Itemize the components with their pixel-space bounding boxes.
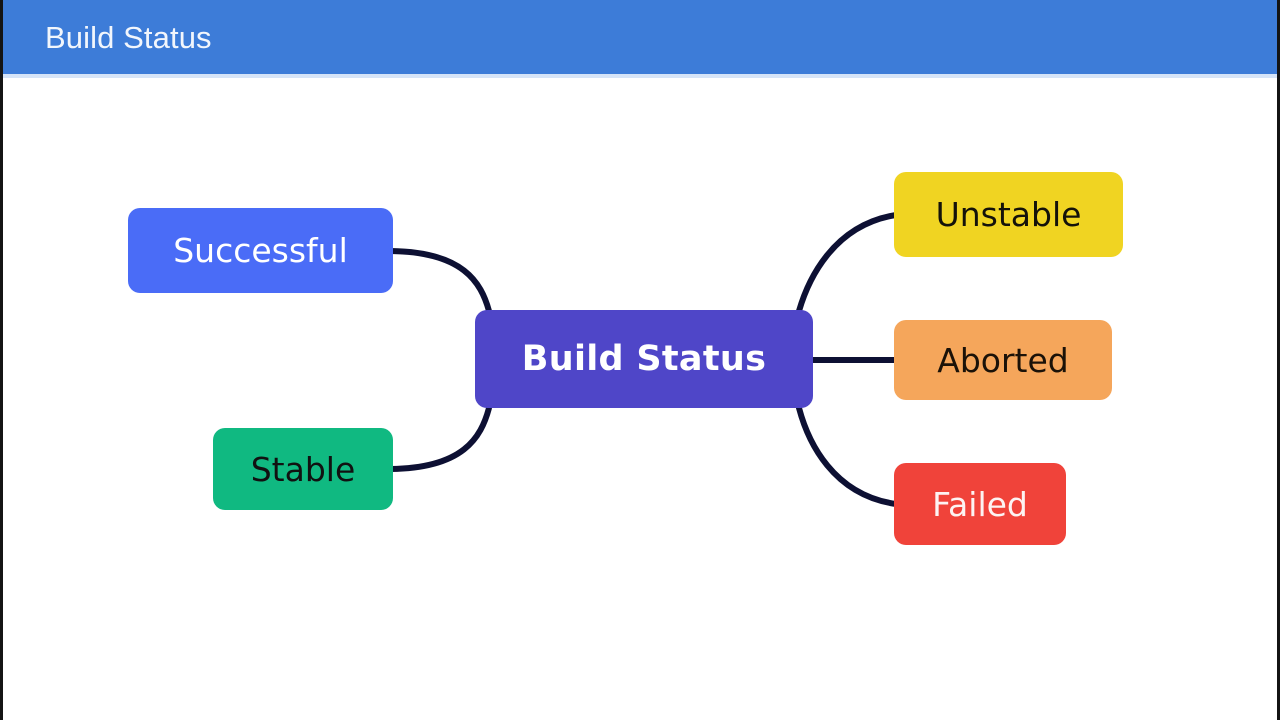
mindmap-node-aborted[interactable]: Aborted <box>894 320 1112 400</box>
mindmap-node-stable[interactable]: Stable <box>213 428 393 510</box>
header-underline <box>3 74 1277 78</box>
mindmap-node-aborted-label: Aborted <box>937 340 1069 380</box>
mindmap-node-failed[interactable]: Failed <box>894 463 1066 545</box>
mindmap-node-failed-label: Failed <box>932 484 1028 524</box>
app-header: Build Status <box>3 0 1277 74</box>
mindmap-node-unstable-label: Unstable <box>935 195 1082 234</box>
page-title: Build Status <box>45 19 212 55</box>
mindmap-node-successful[interactable]: Successful <box>128 208 393 293</box>
mindmap-node-stable-label: Stable <box>250 449 356 489</box>
mindmap-node-center-label: Build Status <box>521 338 767 379</box>
mindmap-node-center[interactable]: Build Status <box>475 310 813 408</box>
mindmap-node-unstable[interactable]: Unstable <box>894 172 1123 257</box>
mindmap-node-successful-label: Successful <box>173 231 348 270</box>
